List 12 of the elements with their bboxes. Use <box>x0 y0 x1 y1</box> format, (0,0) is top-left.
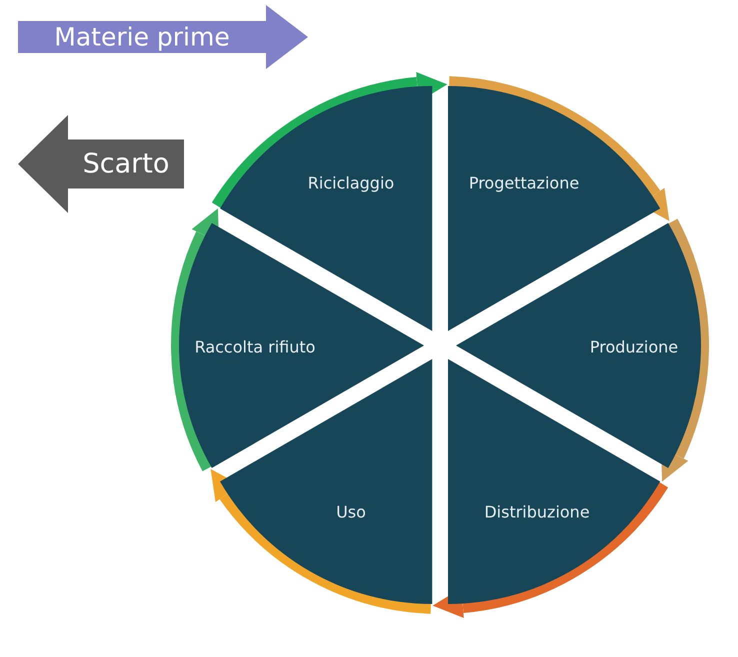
sector-label: Uso <box>336 502 366 522</box>
curved-arrow <box>660 219 709 482</box>
curved-arrow <box>448 76 671 220</box>
sector-label: Produzione <box>590 338 678 356</box>
sector-label: Raccolta rifiuto <box>194 338 316 356</box>
curved-arrow <box>171 208 220 471</box>
curved-arrow <box>209 470 432 614</box>
arrow-label: Scarto <box>82 148 170 180</box>
sector-label: Progettazione <box>468 173 580 192</box>
sector-label: Distribuzione <box>484 502 590 522</box>
sector-label: Riciclaggio <box>308 173 394 192</box>
arrow-label: Materie prime <box>54 22 230 52</box>
